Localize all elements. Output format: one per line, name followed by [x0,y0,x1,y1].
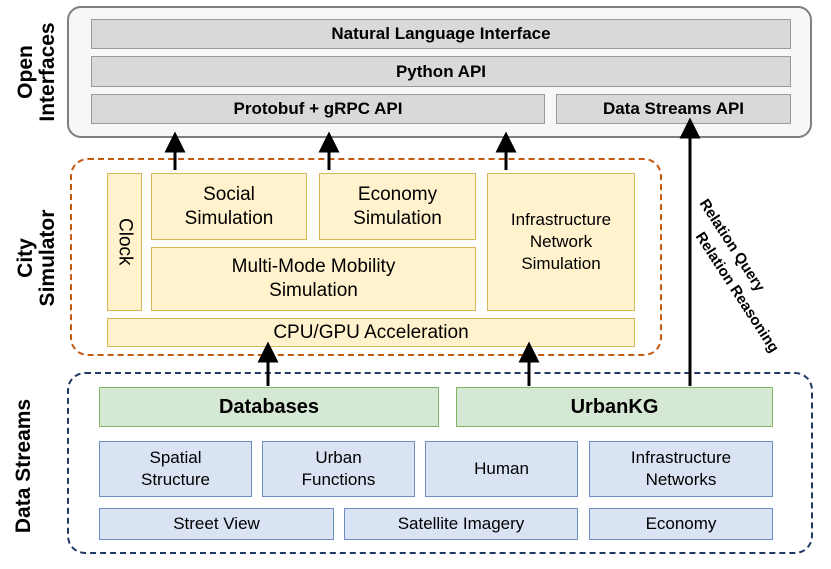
databases-label: Databases [218,395,320,418]
urbankg-label: UrbanKG [570,395,659,418]
data-streams-api-box: Data Streams API [556,94,791,124]
protobuf-grpc-api-box: Protobuf + gRPC API [91,94,545,124]
spatial-structure-line1: Spatial [149,448,202,467]
spatial-structure-line2: Structure [141,470,210,489]
clock-label: Clock [114,218,136,266]
infrastructure-simulation-line1: Infrastructure [510,210,612,229]
natural-language-interface-box: Natural Language Interface [91,19,791,49]
urban-functions-line2: Functions [301,470,376,489]
mobility-simulation-line2: Simulation [269,280,358,301]
human-box: Human [425,441,578,497]
human-label: Human [474,459,529,478]
social-simulation-line2: Simulation [184,207,274,229]
infrastructure-simulation-line2: Network [529,232,593,251]
databases-box: Databases [99,387,439,427]
street-view-box: Street View [99,508,334,540]
economy-simulation-box: Economy Simulation [319,173,476,240]
clock-box: Clock [107,173,142,311]
natural-language-interface-label: Natural Language Interface [331,24,551,43]
street-view-label: Street View [173,514,260,533]
cpu-gpu-acceleration-label: CPU/GPU Acceleration [273,321,469,343]
economy-data-label: Economy [645,514,717,533]
mobility-simulation-line1: Multi-Mode Mobility [231,256,396,277]
infrastructure-simulation-line3: Simulation [521,254,601,273]
economy-data-box: Economy [589,508,773,540]
social-simulation-line1: Social [203,183,255,205]
infrastructure-networks-line1: Infrastructure [630,448,732,467]
satellite-imagery-label: Satellite Imagery [397,514,525,533]
mobility-simulation-box: Multi-Mode Mobility Simulation [151,247,476,311]
python-api-box: Python API [91,56,791,87]
satellite-imagery-box: Satellite Imagery [344,508,578,540]
infrastructure-networks-line2: Networks [645,470,717,489]
social-simulation-box: Social Simulation [151,173,307,240]
data-streams-api-label: Data Streams API [602,99,745,118]
economy-simulation-line2: Simulation [353,207,442,229]
urban-functions-box: Urban Functions [262,441,415,497]
python-api-label: Python API [395,61,487,81]
infrastructure-networks-box: Infrastructure Networks [589,441,773,497]
urbankg-box: UrbanKG [456,387,773,427]
economy-simulation-line1: Economy [357,183,438,205]
urban-functions-line1: Urban [315,448,362,467]
protobuf-grpc-api-label: Protobuf + gRPC API [233,99,403,118]
spatial-structure-box: Spatial Structure [99,441,252,497]
infrastructure-network-simulation-box: Infrastructure Network Simulation [487,173,635,311]
cpu-gpu-acceleration-box: CPU/GPU Acceleration [107,318,635,347]
